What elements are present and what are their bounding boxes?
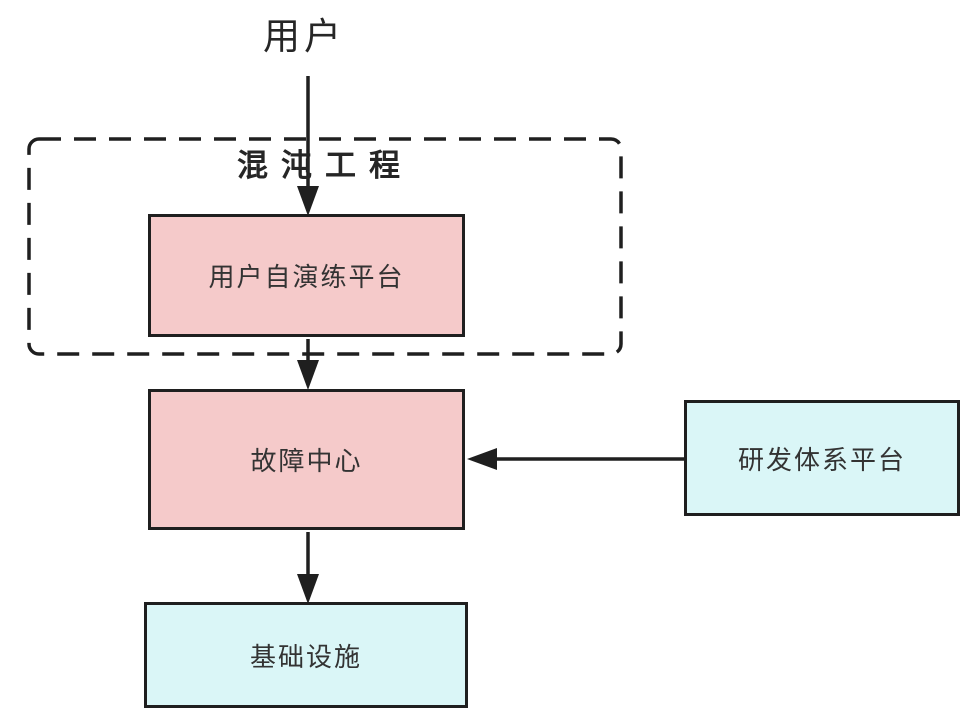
node-infrastructure-label: 基础设施 [249, 641, 362, 672]
edge-fault-center-to-infrastructure [297, 532, 319, 604]
arrowhead [297, 186, 319, 216]
edge-rd-platform-to-fault-center [467, 448, 686, 470]
arrowhead [467, 448, 497, 470]
node-fault-center: 故障中心 [148, 389, 465, 530]
arrowhead [297, 360, 319, 390]
edge-user-to-drill-platform [297, 76, 319, 216]
node-fault-center-label: 故障中心 [250, 446, 363, 476]
chaos-engineering-group-label: 混沌工程 [237, 148, 413, 183]
node-drill-platform: 用户自演练平台 [148, 214, 465, 337]
edge-drill-platform-to-fault-center [297, 339, 319, 390]
node-infrastructure: 基础设施 [144, 602, 468, 708]
node-rd-platform-label: 研发体系平台 [737, 444, 906, 475]
node-rd-platform: 研发体系平台 [684, 400, 960, 516]
actor-label-user: 用户 [263, 16, 345, 57]
node-drill-platform-label: 用户自演练平台 [208, 262, 405, 292]
chaos-engineering-group-border [27, 137, 623, 356]
arrowhead [297, 574, 319, 604]
